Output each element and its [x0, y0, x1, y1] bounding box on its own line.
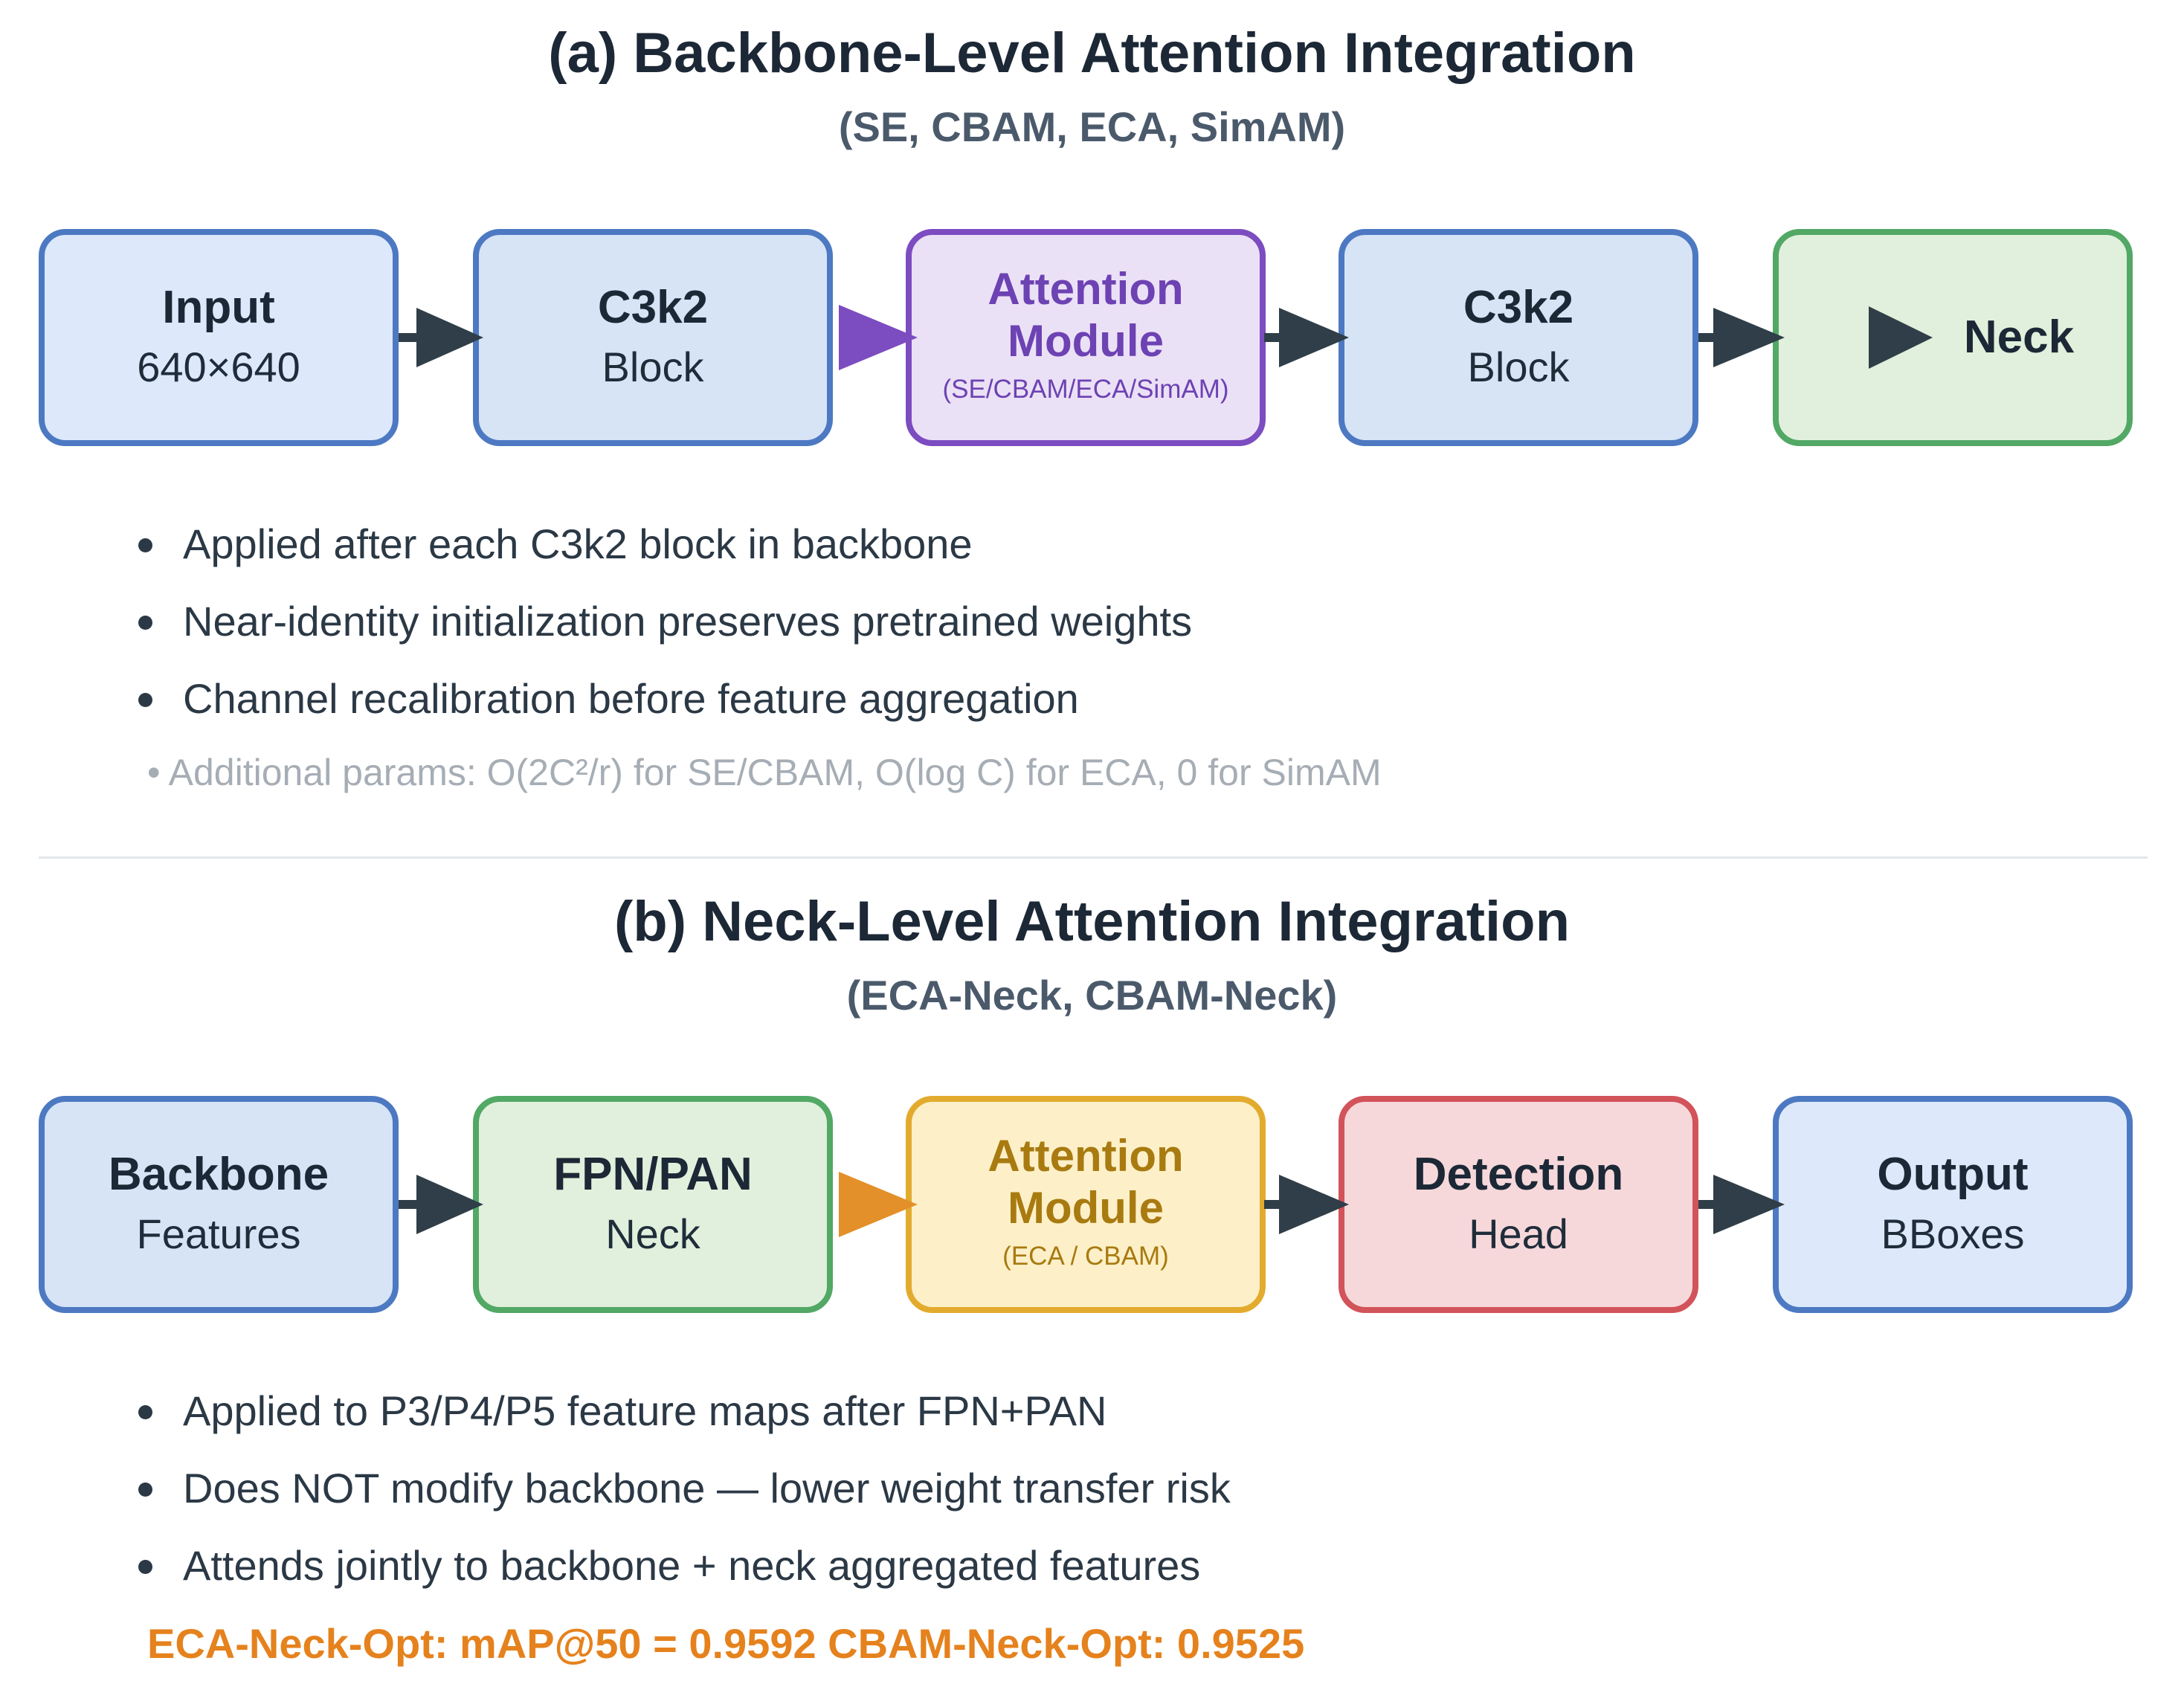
section-divider [39, 856, 2148, 859]
neck-box-title: Neck [1963, 312, 2075, 363]
c3k2-block-2-title: C3k2 [1463, 282, 1574, 333]
arrow-right-icon [1264, 308, 1349, 367]
panel-b-bullet-list: Applied to P3/P4/P5 feature maps after F… [134, 1372, 1231, 1604]
input-box-title: Input [162, 282, 275, 333]
arrow-right-icon [399, 308, 483, 367]
arrow-right-icon [1264, 1175, 1349, 1234]
arrow-right-icon [1698, 308, 1785, 367]
neck-attention-module-box: Attention Module (ECA / CBAM) [906, 1096, 1266, 1313]
input-box-size: 640×640 [137, 343, 300, 390]
list-item: Applied after each C3k2 block in backbon… [134, 506, 1192, 583]
results-highlight: ECA-Neck-Opt: mAP@50 = 0.9592 CBAM-Neck-… [147, 1620, 1305, 1667]
panel-a-subtitle: (SE, CBAM, ECA, SimAM) [838, 103, 1346, 150]
panel-a-bullet-list: Applied after each C3k2 block in backbon… [134, 506, 1192, 738]
list-item: Does NOT modify backbone — lower weight … [134, 1450, 1231, 1527]
c3k2-block-2-label: Block [1467, 343, 1570, 390]
backbone-features-box: Backbone Features [39, 1096, 399, 1313]
fpn-pan-title: FPN/PAN [553, 1149, 753, 1200]
output-label: BBoxes [1881, 1210, 2025, 1257]
list-item: Near-identity initialization preserves p… [134, 583, 1192, 660]
backbone-attention-title-1: Attention [988, 264, 1184, 314]
backbone-features-title: Backbone [108, 1149, 329, 1200]
c3k2-block-box-1: C3k2 Block [473, 229, 833, 446]
detection-head-label: Head [1469, 1210, 1568, 1257]
neck-attention-title-2: Module [1008, 1183, 1164, 1233]
arrow-right-icon [399, 1175, 483, 1234]
play-icon [1868, 306, 1933, 369]
c3k2-block-1-label: Block [602, 343, 704, 390]
output-box: Output BBoxes [1773, 1096, 2133, 1313]
list-item: Attends jointly to backbone + neck aggre… [134, 1527, 1231, 1604]
arrow-right-icon [1698, 1175, 1785, 1234]
neck-attention-variants: (ECA / CBAM) [1002, 1242, 1169, 1271]
c3k2-block-box-2: C3k2 Block [1339, 229, 1698, 446]
panel-b-subtitle: (ECA-Neck, CBAM-Neck) [846, 972, 1338, 1019]
detection-head-title: Detection [1413, 1149, 1624, 1200]
neck-attention-title-1: Attention [988, 1131, 1184, 1181]
list-item: Applied to P3/P4/P5 feature maps after F… [134, 1372, 1231, 1450]
input-box: Input 640×640 [39, 229, 399, 446]
c3k2-block-1-title: C3k2 [597, 282, 709, 333]
backbone-attention-title-2: Module [1008, 316, 1164, 366]
fpn-pan-label: Neck [605, 1210, 700, 1257]
list-item: Channel recalibration before feature agg… [134, 660, 1192, 738]
fpn-pan-box: FPN/PAN Neck [473, 1096, 833, 1313]
detection-head-box: Detection Head [1339, 1096, 1698, 1313]
output-title: Output [1877, 1149, 2029, 1200]
backbone-features-label: Features [136, 1210, 301, 1257]
backbone-attention-variants: (SE/CBAM/ECA/SimAM) [942, 375, 1229, 404]
arrow-right-icon [839, 1172, 918, 1237]
arrow-right-icon [839, 305, 918, 370]
panel-b-title: (b) Neck-Level Attention Integration [613, 890, 1571, 953]
params-note: • Additional params: O(2C²/r) for SE/CBA… [147, 752, 1382, 793]
backbone-attention-module-box: Attention Module (SE/CBAM/ECA/SimAM) [906, 229, 1266, 446]
neck-box: Neck [1773, 229, 2133, 446]
panel-a-title: (a) Backbone-Level Attention Integration [548, 22, 1636, 85]
